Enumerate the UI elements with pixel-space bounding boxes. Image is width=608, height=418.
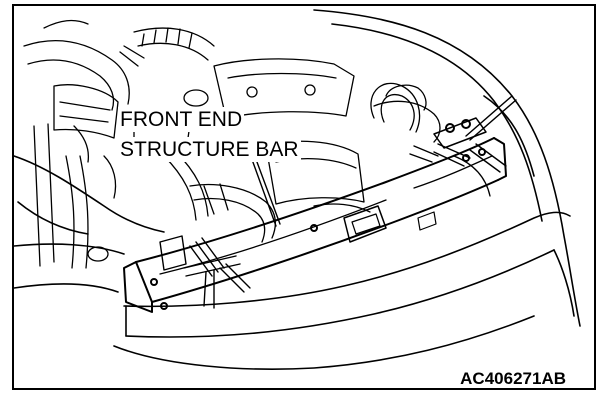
engine-bay-illustration xyxy=(14,9,581,370)
callout-label-line-2: STRUCTURE BAR xyxy=(118,137,301,162)
engine-components xyxy=(23,19,491,269)
figure-frame: FRONT END STRUCTURE BAR AC406271AB xyxy=(12,4,596,390)
callout-label-line-1: FRONT END xyxy=(118,107,245,132)
hood-prop xyxy=(465,95,517,141)
tie-straps xyxy=(183,143,507,309)
left-fender xyxy=(14,155,165,293)
callout-leader xyxy=(249,153,281,227)
figure-code: AC406271AB xyxy=(458,369,568,388)
hood-outline xyxy=(313,9,581,327)
bumper-outline xyxy=(113,211,575,370)
